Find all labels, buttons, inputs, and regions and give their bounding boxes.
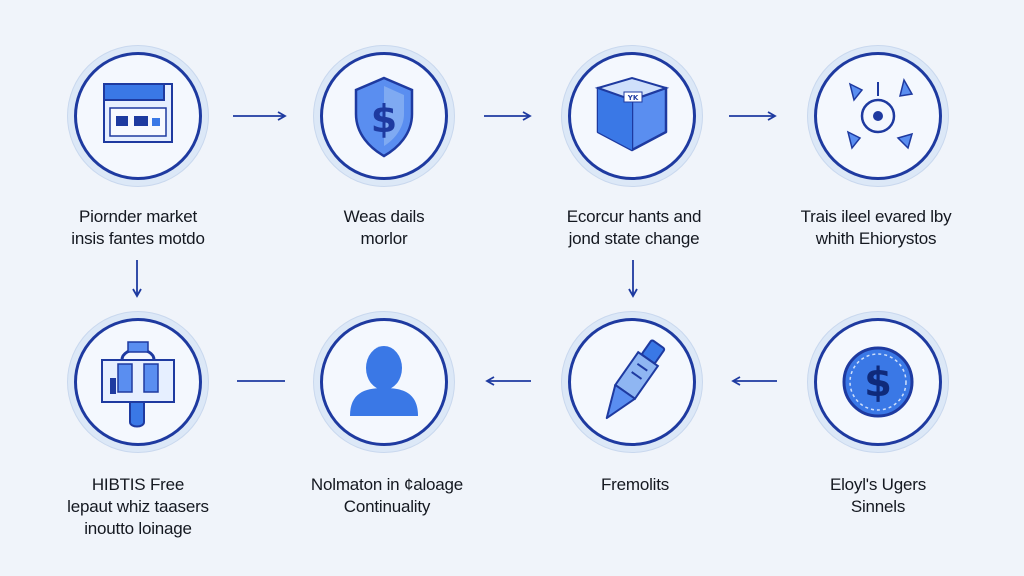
machine-hand-icon bbox=[101, 341, 175, 428]
step-node-7 bbox=[314, 312, 454, 452]
step-label-4: Trais ileel evared lby whith Ehiorystos bbox=[766, 206, 986, 250]
step-label-1: Piornder market insis fantes motdo bbox=[28, 206, 248, 250]
step-label-3-line-1: Ecorcur hants and bbox=[566, 207, 702, 226]
box-icon: YK bbox=[594, 76, 670, 152]
step-node-3: YK bbox=[562, 46, 702, 186]
step-label-1-line-1: Piornder market bbox=[79, 207, 197, 226]
step-label-6: Fremolits bbox=[525, 474, 745, 496]
step-label-5-line-1: Eloyl's Ugers bbox=[829, 475, 927, 494]
user-silhouette-icon bbox=[350, 346, 418, 416]
coin-dollar-icon: $ bbox=[842, 346, 914, 418]
step-label-2-line-1: Weas dails bbox=[343, 207, 425, 226]
shield-dollar-icon: $ bbox=[354, 76, 414, 158]
step-node-2: $ bbox=[314, 46, 454, 186]
step-label-2: Weas dails morlor bbox=[274, 206, 494, 250]
box-label-text: YK bbox=[627, 94, 639, 102]
step-node-4 bbox=[808, 46, 948, 186]
step-label-4-line-2: whith Ehiorystos bbox=[815, 229, 937, 248]
step-label-1-line-2: insis fantes motdo bbox=[71, 229, 205, 248]
step-label-8-line-3: inoutto loinage bbox=[84, 519, 192, 538]
step-label-7: Nolmaton in ¢aloage Continuality bbox=[277, 474, 497, 518]
target-cycle-icon bbox=[846, 78, 914, 150]
step-label-8: HIBTIS Free lepaut whiz taasers inoutto … bbox=[28, 474, 248, 540]
step-node-5: $ bbox=[808, 312, 948, 452]
step-label-7-line-1: Nolmaton in ¢aloage bbox=[310, 475, 464, 494]
step-label-4-line-1: Trais ileel evared lby bbox=[800, 207, 952, 226]
step-label-8-line-1: HIBTIS Free bbox=[91, 475, 185, 494]
step-label-5: Eloyl's Ugers Sinnels bbox=[768, 474, 988, 518]
svg-text:$: $ bbox=[864, 360, 892, 406]
step-node-6 bbox=[562, 312, 702, 452]
svg-text:$: $ bbox=[371, 97, 397, 141]
pen-tool-icon bbox=[605, 339, 666, 420]
step-label-8-line-2: lepaut whiz taasers bbox=[67, 497, 209, 516]
step-label-3: Ecorcur hants and jond state change bbox=[524, 206, 744, 250]
step-label-7-line-2: Continuality bbox=[343, 497, 431, 516]
step-label-2-line-2: morlor bbox=[360, 229, 408, 248]
step-label-3-line-2: jond state change bbox=[568, 229, 700, 248]
step-label-5-line-2: Sinnels bbox=[850, 497, 906, 516]
card-reader-icon bbox=[103, 83, 173, 143]
step-node-8 bbox=[68, 312, 208, 452]
step-node-1 bbox=[68, 46, 208, 186]
step-label-6-line-1: Fremolits bbox=[600, 475, 670, 494]
